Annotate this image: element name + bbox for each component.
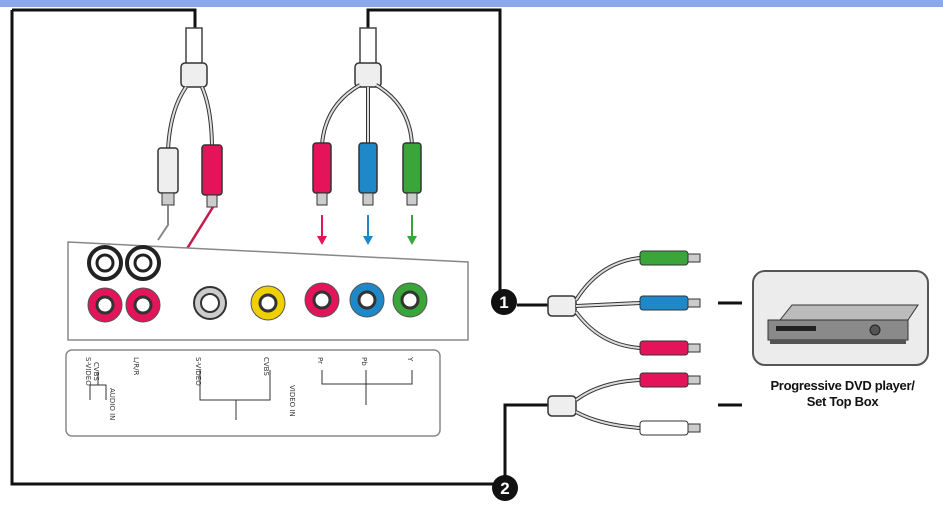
device-label: Progressive DVD player/ Set Top Box [742,378,943,410]
component-cable-top [312,27,422,245]
video-in-label: VIDEO IN [288,385,296,417]
audio-cable-device [547,372,701,436]
frame-lines [10,8,548,486]
marker-2: 2 [492,475,518,501]
dvd-player-device [752,270,929,366]
device-label-line1: Progressive DVD player/ [770,378,915,393]
device-lines [718,301,742,407]
svg-text:1: 1 [499,293,508,312]
device-label-line2: Set Top Box [806,394,879,409]
audio-in-label: AUDIO IN [108,388,116,420]
svg-text:2: 2 [500,479,509,498]
y-label: Y [406,356,414,362]
marker-1: 1 [491,289,517,315]
cvbs-label-left: CVBS [92,362,100,381]
audio-white-jacks [87,245,161,281]
cvbs-label: CVBS [262,357,270,376]
panel-label-brackets [89,370,413,420]
lr-label: L/R/R [132,357,140,375]
component-cable-device [517,250,701,356]
pr-label: Pr [316,357,324,364]
svideo-label: S-VIDEO [84,357,92,386]
top-bar [0,0,943,7]
connector-panel: S-VIDEO CVBS AUDIO IN L/R/R S-VIDEO CVBS… [65,241,469,437]
audio-red-jacks [87,287,161,323]
svideo-label-2: S-VIDEO [194,357,202,386]
panel-labels: S-VIDEO CVBS AUDIO IN L/R/R S-VIDEO CVBS… [84,356,414,420]
pb-label: Pb [360,357,368,366]
